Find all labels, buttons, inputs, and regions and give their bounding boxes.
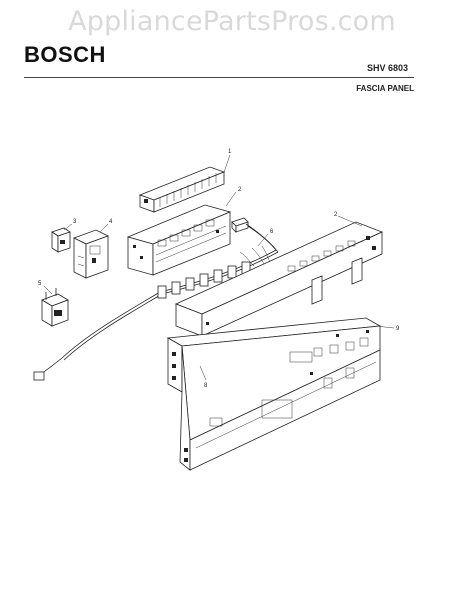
- callout-1: 1: [228, 149, 232, 155]
- callout-4: 4: [109, 219, 113, 225]
- callout-labels: 1 2 2 3 4 5 6 8 9: [38, 149, 400, 389]
- section-title: FASCIA PANEL: [356, 84, 414, 93]
- model-number: SHV 6803: [366, 63, 408, 73]
- part-1-button-strip[interactable]: [138, 166, 226, 213]
- brand-logo: BOSCH: [24, 42, 106, 67]
- callout-8: 8: [204, 383, 208, 389]
- part-3-clip[interactable]: [51, 227, 71, 253]
- part-2-inner-panel[interactable]: [174, 221, 384, 337]
- callout-2a: 2: [238, 187, 242, 193]
- wire-connector[interactable]: [231, 217, 249, 233]
- part-9-fascia-panel[interactable]: [166, 317, 382, 471]
- part-5-switch[interactable]: [41, 288, 69, 327]
- part-2-control-module[interactable]: [126, 204, 232, 276]
- callout-2b: 2: [334, 212, 338, 218]
- callout-5: 5: [38, 281, 42, 287]
- callout-9: 9: [396, 326, 400, 332]
- part-4-bracket[interactable]: [72, 229, 110, 279]
- callout-3: 3: [73, 219, 77, 225]
- leader-lines: [43, 154, 395, 381]
- watermark-text: AppliancePartsPros.com: [68, 6, 396, 37]
- callout-6: 6: [270, 229, 274, 235]
- header-rule: [24, 77, 414, 78]
- part-6-wire-harness[interactable]: [33, 223, 279, 381]
